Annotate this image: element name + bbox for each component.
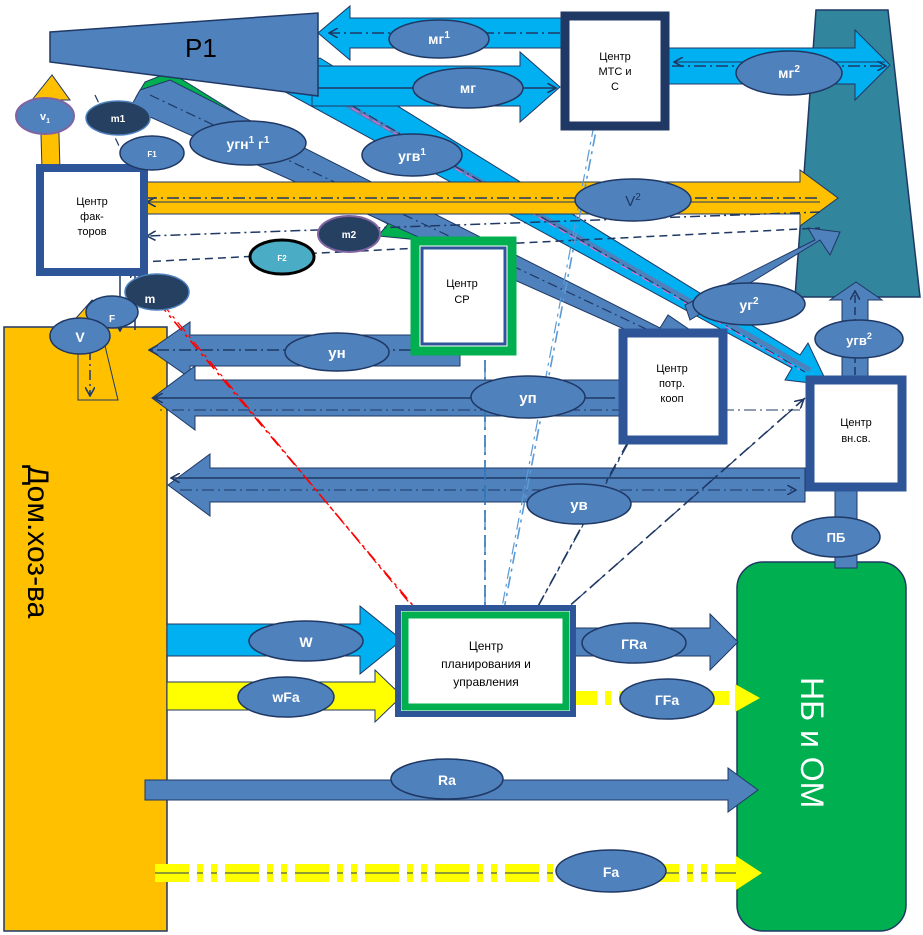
ugn-badge: угн1 г1 <box>189 120 307 166</box>
svg-text:m2: m2 <box>342 230 357 241</box>
svg-text:F1: F1 <box>147 150 157 159</box>
svg-text:ун: ун <box>328 345 345 362</box>
gfa-badge: ГFa <box>619 678 715 720</box>
m2-badge: m2 <box>317 215 381 253</box>
svg-text:угн1 г1: угн1 г1 <box>227 135 270 152</box>
center-coop-line-2: потр. <box>659 378 685 390</box>
f-badge: F <box>85 295 139 329</box>
svg-text:F2: F2 <box>277 254 287 263</box>
center-ext-line-2: вн.св. <box>841 433 870 445</box>
nb-om-label: НБ и ОМ <box>794 677 830 808</box>
center-mts-line-1: Центр <box>599 51 631 63</box>
gfa-head <box>735 684 760 712</box>
center-ext-box <box>805 375 907 492</box>
f2-badge: F2 <box>248 238 316 276</box>
ugv1-badge: угв1 <box>361 133 463 177</box>
center-factors-line-2: фак- <box>80 211 104 223</box>
svg-text:V: V <box>75 329 85 345</box>
svg-text:мг: мг <box>460 80 476 96</box>
uv-arrow <box>167 453 806 517</box>
w-badge: W <box>248 620 364 662</box>
up-badge: уп <box>470 375 586 419</box>
svg-text:Fa: Fa <box>603 864 620 880</box>
fa-head <box>736 856 762 890</box>
center-factors-line-1: Центр <box>76 196 108 208</box>
svg-text:ГFa: ГFa <box>655 692 679 708</box>
f1-badge: F1 <box>119 135 185 171</box>
center-planning-inner <box>401 611 570 711</box>
plan-ext-line <box>539 400 803 633</box>
svg-text:F: F <box>109 314 115 325</box>
svg-text:ув: ув <box>570 497 588 514</box>
center-planning-line-1: Центр <box>469 639 504 653</box>
center-sr-line-2: СР <box>454 294 469 306</box>
ug2-dashed-line <box>149 94 681 346</box>
center-planning-box <box>395 605 576 717</box>
plan-factors-line <box>117 249 441 641</box>
center-factors-box <box>36 164 148 276</box>
svg-text:уп: уп <box>519 390 536 407</box>
svg-text:ПБ: ПБ <box>827 530 846 545</box>
gra-badge: ГRa <box>581 622 687 664</box>
svg-text:угв1: угв1 <box>398 147 426 164</box>
factors-plan-line <box>109 244 443 641</box>
svg-text:v1: v1 <box>40 111 50 125</box>
center-mts-line-2: МТС и <box>598 66 631 78</box>
center-planning-line-2: планирования и <box>441 657 531 671</box>
center-sr-line-1: Центр <box>446 278 478 290</box>
p1-label: Р1 <box>185 33 217 63</box>
households-label: Дом.хоз-ва <box>21 465 54 619</box>
nb-om-block <box>736 561 907 932</box>
un-badge: ун <box>284 332 390 372</box>
households-block <box>3 326 168 932</box>
center-mts-line-3: С <box>611 81 619 93</box>
center-coop-line-3: кооп <box>660 393 683 405</box>
fa-badge: Fa <box>555 849 667 893</box>
center-coop-box <box>618 328 728 445</box>
svg-text:мг1: мг1 <box>428 30 450 47</box>
center-sr-inner <box>420 246 507 346</box>
ugv2-badge: угв2 <box>814 319 904 359</box>
center-mts-box <box>560 11 670 131</box>
v-badge: V <box>49 317 111 355</box>
center-sr-box <box>410 236 517 356</box>
uv-badge: ув <box>526 483 632 525</box>
svg-text:m: m <box>145 292 156 306</box>
svg-text:wFa: wFa <box>271 689 299 705</box>
center-ext-line-1: Центр <box>840 417 872 429</box>
svg-text:ГRa: ГRa <box>621 636 647 652</box>
ug2-badge: уг2 <box>692 282 806 326</box>
p1-block <box>49 12 319 97</box>
mg-badge: мг <box>412 67 524 109</box>
mg2-badge: мг2 <box>735 50 843 96</box>
svg-text:V2: V2 <box>625 192 641 210</box>
m-badge: m <box>124 273 190 311</box>
ra-badge: Ra <box>390 758 504 800</box>
pb-badge: ПБ <box>791 516 881 558</box>
v2-badge: V2 <box>574 178 692 222</box>
svg-text:Ra: Ra <box>438 772 456 788</box>
svg-text:угв2: угв2 <box>846 331 872 348</box>
plan-coop-line <box>524 422 640 631</box>
mg1-badge: мг1 <box>388 19 490 59</box>
svg-text:W: W <box>299 634 313 650</box>
m1-badge: m1 <box>85 100 151 136</box>
svg-text:m1: m1 <box>111 114 126 125</box>
center-planning-line-3: управления <box>453 675 518 689</box>
svg-text:мг2: мг2 <box>778 64 800 81</box>
v1-badge: v1 <box>15 97 75 135</box>
m2-line <box>148 211 821 236</box>
center-factors-line-3: торов <box>77 226 106 238</box>
svg-text:уг2: уг2 <box>739 296 759 313</box>
wfa-badge: wFa <box>237 676 335 718</box>
center-coop-line-1: Центр <box>656 363 688 375</box>
